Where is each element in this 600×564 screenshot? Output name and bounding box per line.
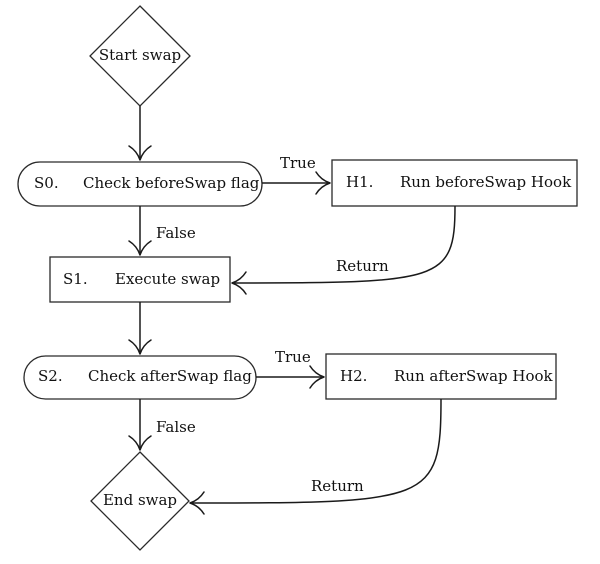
h1-node: H1. Run beforeSwap Hook	[331, 159, 578, 207]
edge-label-s0-true: True	[280, 154, 316, 172]
edge-label-s0-false: False	[156, 224, 196, 242]
edge-label-s2-true: True	[275, 348, 311, 366]
s0-node-label: Check beforeSwap flag	[83, 174, 260, 192]
s2-node: S2. Check afterSwap flag	[23, 355, 257, 400]
edge-start-to-s0	[128, 106, 152, 161]
edge-s1-to-s2	[128, 302, 152, 355]
edge-s0-to-s1: False	[128, 206, 196, 256]
end-node: End swap	[90, 451, 190, 551]
h2-node: H2. Run afterSwap Hook	[325, 353, 557, 400]
start-node: Start swap	[89, 5, 191, 107]
s1-node-id: S1.	[63, 270, 88, 288]
end-node-label: End swap	[103, 491, 177, 509]
s1-node-label: Execute swap	[115, 270, 220, 288]
edge-label-h1-return: Return	[336, 257, 389, 275]
h2-node-label: Run afterSwap Hook	[394, 367, 554, 385]
start-node-label: Start swap	[99, 46, 181, 64]
edge-s0-to-h1: True	[262, 154, 331, 195]
s0-node-id: S0.	[34, 174, 59, 192]
edge-label-h2-return: Return	[311, 477, 364, 495]
edge-h1-return-to-s1: Return	[231, 205, 456, 295]
s0-node: S0. Check beforeSwap flag	[17, 161, 263, 207]
edge-label-s2-false: False	[156, 418, 196, 436]
edge-h2-return-to-end: Return	[189, 398, 442, 515]
edge-s2-to-h2: True	[256, 348, 325, 389]
s2-node-id: S2.	[38, 367, 63, 385]
s1-node: S1. Execute swap	[49, 256, 231, 303]
s2-node-label: Check afterSwap flag	[88, 367, 252, 385]
edge-s2-to-end: False	[128, 399, 196, 451]
h1-node-label: Run beforeSwap Hook	[400, 173, 572, 191]
h1-node-id: H1.	[346, 173, 373, 191]
h2-node-id: H2.	[340, 367, 367, 385]
